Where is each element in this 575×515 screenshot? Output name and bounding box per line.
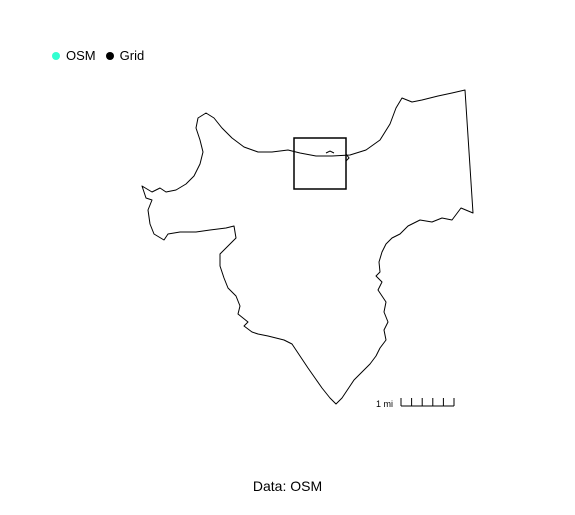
legend-item-grid: Grid [105, 48, 145, 63]
legend-osm-label: OSM [66, 48, 96, 63]
legend-grid-dot-icon [105, 51, 114, 60]
legend-grid-label: Grid [119, 48, 145, 63]
region-boundary [141, 89, 474, 405]
map-legend: OSM Grid [52, 48, 154, 63]
coastline-detail [325, 150, 350, 162]
map-caption: Data: OSM [252, 478, 323, 494]
scale-bar [400, 398, 455, 407]
scale-bar-label: 1 mi [376, 399, 393, 409]
grid-cell [293, 137, 347, 190]
legend-item-osm: OSM [52, 48, 96, 63]
legend-osm-dot-icon [52, 51, 60, 60]
